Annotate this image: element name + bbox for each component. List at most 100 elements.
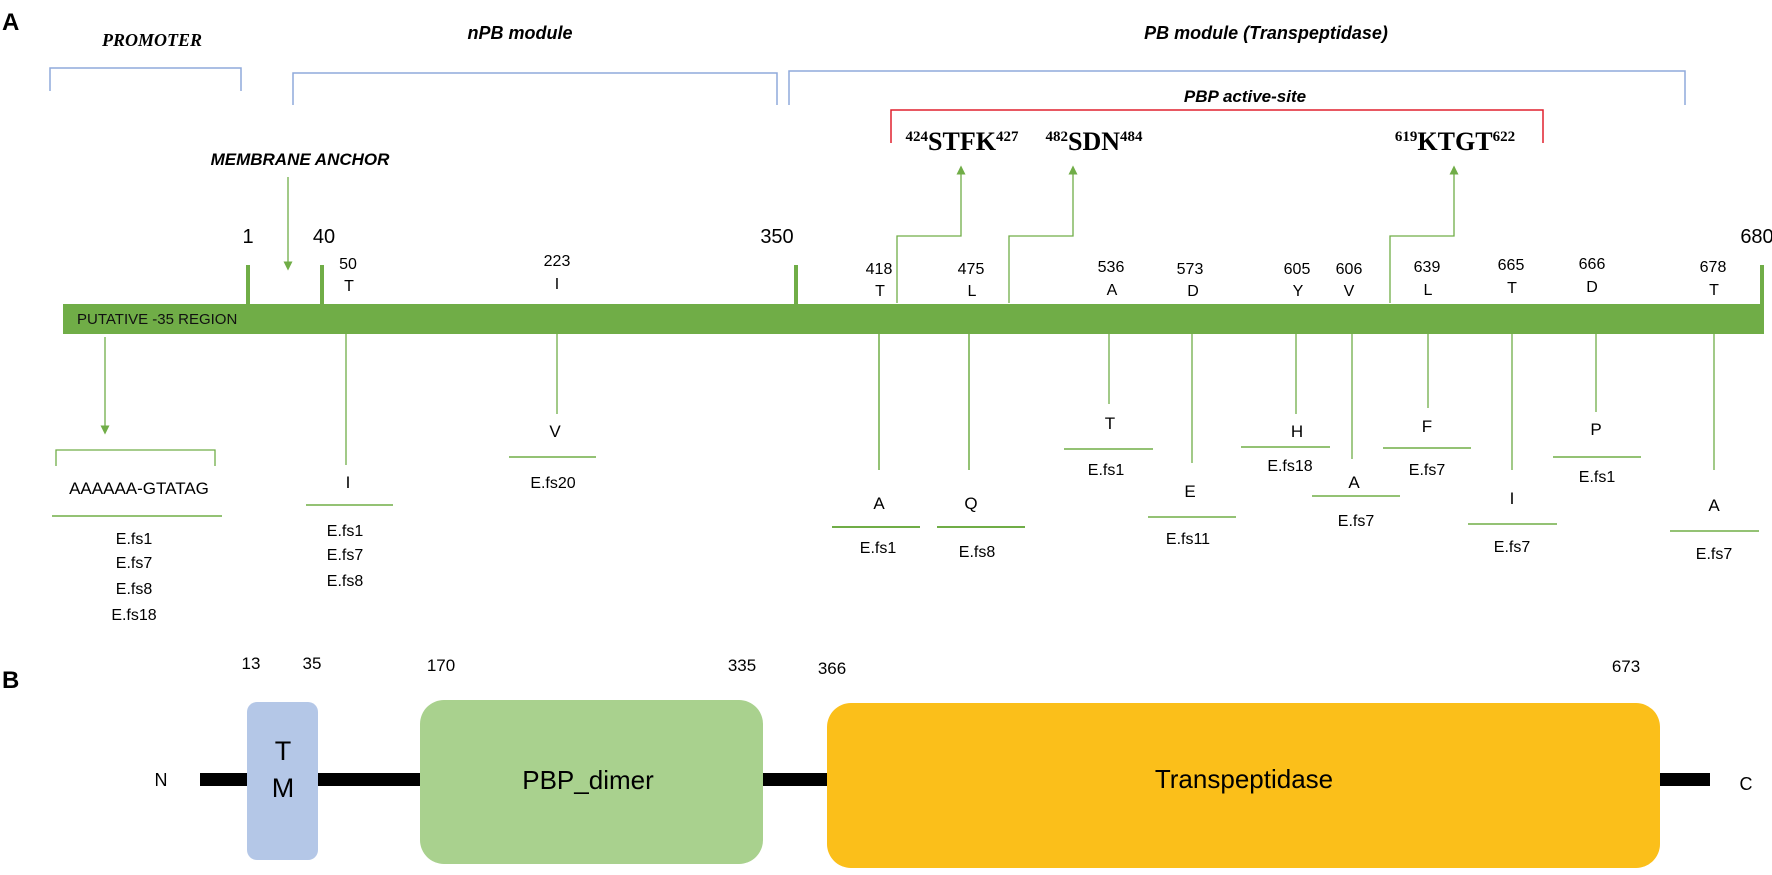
mutation-mut-residue: V	[549, 422, 561, 441]
membrane-anchor-label: MEMBRANE ANCHOR	[211, 150, 391, 169]
putative-35-region-label: PUTATIVE -35 REGION	[77, 311, 237, 328]
pb-bracket	[788, 70, 1686, 105]
promoter-mutation: AAAAAA-GTATAG E.fs1 E.fs7 E.fs8 E.fs18	[52, 337, 222, 624]
domain-position: 366	[818, 659, 846, 678]
tm-domain-label-line2: M	[272, 773, 295, 803]
mutation-strain: E.fs20	[530, 475, 575, 492]
mutation-strain: E.fs1	[327, 523, 364, 540]
mutation-50: 50 T I E.fs1 E.fs7 E.fs8	[306, 256, 393, 590]
promoter-seq-bracket	[55, 449, 216, 466]
mutation-mut-residue: T	[1105, 414, 1115, 433]
mutation-wt-residue: L	[968, 283, 977, 300]
mutation-mut-residue: I	[346, 473, 351, 492]
mutation-strain: E.fs7	[327, 547, 364, 564]
domain-position: 170	[427, 656, 455, 675]
transpeptidase-label: Transpeptidase	[1155, 764, 1333, 794]
mutation-mut-residue: A	[1708, 496, 1720, 515]
active-site-bracket	[890, 109, 1544, 143]
panel-b-label: B	[2, 667, 19, 694]
mutation-mut-residue: I	[1510, 489, 1515, 508]
mutation-position: 475	[958, 261, 985, 278]
mutation-position: 223	[544, 253, 571, 270]
tick-680	[1760, 265, 1764, 305]
mutation-position: 665	[1498, 257, 1525, 274]
mutation-mut-residue: H	[1291, 422, 1303, 441]
mutation-mut-residue: A	[1348, 473, 1360, 492]
protein-bar	[63, 304, 1764, 334]
mutation-223: 223 I V E.fs20	[509, 253, 596, 492]
mutation-wt-residue: V	[1344, 283, 1355, 300]
tm-domain-label-line1: T	[275, 736, 292, 766]
mutation-475: 475 L Q E.fs8	[937, 261, 1025, 561]
domain-position: 673	[1612, 657, 1640, 676]
mutation-wt-residue: Y	[1293, 283, 1304, 300]
mutation-mut-residue: Q	[964, 494, 977, 513]
mutation-605: 605 Y H E.fs18	[1241, 261, 1330, 475]
promoter-sequence: AAAAAA-GTATAG	[69, 479, 209, 498]
mutation-strain: E.fs7	[1494, 539, 1531, 556]
mutation-strain: E.fs7	[1696, 546, 1733, 563]
mutation-mut-residue: E	[1184, 482, 1195, 501]
mutation-wt-residue: D	[1187, 283, 1199, 300]
mutation-wt-residue: T	[1709, 282, 1719, 299]
promoter-strain: E.fs18	[111, 607, 156, 624]
mutation-wt-residue: D	[1586, 279, 1598, 296]
mutation-573: 573 D E E.fs11	[1148, 261, 1236, 548]
mutation-mut-residue: F	[1422, 417, 1432, 436]
tick-350	[794, 265, 798, 305]
mutation-position: 605	[1284, 261, 1311, 278]
mutation-strain: E.fs7	[1338, 513, 1375, 530]
panel-b: B 13 35 170 335 366 673 N C T M PBP_dime…	[2, 654, 1753, 868]
mutation-mut-residue: A	[873, 494, 885, 513]
promoter-strain: E.fs1	[116, 531, 153, 548]
mutation-606: 606 V A E.fs7	[1312, 261, 1400, 530]
promoter-strain: E.fs8	[116, 581, 153, 598]
mutation-position: 606	[1336, 261, 1363, 278]
domain-position: 335	[728, 656, 756, 675]
tick-40	[320, 265, 324, 305]
npb-bracket	[292, 72, 778, 105]
motif-arrow-ktgt	[1389, 165, 1459, 303]
pbp-dimer-domain	[420, 700, 763, 864]
mutation-position: 666	[1579, 256, 1606, 273]
motif-stfk: 424STFK427	[906, 127, 1019, 156]
mutation-639: 639 L F E.fs7	[1383, 259, 1471, 479]
pb-module-label: PB module (Transpeptidase)	[1144, 23, 1388, 43]
tm-domain	[247, 702, 318, 860]
position-1: 1	[242, 226, 253, 248]
mutation-strain: E.fs1	[1088, 462, 1125, 479]
mutation-wt-residue: I	[555, 276, 559, 293]
motif-arrow-stfk	[896, 165, 966, 303]
position-40: 40	[313, 226, 335, 248]
npb-module-label: nPB module	[467, 23, 572, 43]
mutation-mut-residue: P	[1590, 420, 1601, 439]
mutation-wt-residue: L	[1424, 282, 1433, 299]
mutation-position: 536	[1098, 259, 1125, 276]
mutation-678: 678 T A E.fs7	[1670, 259, 1759, 563]
promoter-strain: E.fs7	[116, 555, 153, 572]
pbp-dimer-label: PBP_dimer	[522, 765, 654, 795]
n-terminus-label: N	[155, 770, 168, 790]
active-site-label: PBP active-site	[1184, 87, 1306, 106]
mutation-wt-residue: T	[344, 278, 354, 295]
motif-arrow-sdn	[1008, 165, 1078, 303]
panel-a: A PROMOTER nPB module PB module (Transpe…	[2, 9, 1772, 624]
mutation-strain: E.fs7	[1409, 462, 1446, 479]
position-680: 680	[1740, 226, 1772, 248]
mutation-position: 639	[1414, 259, 1441, 276]
mutation-wt-residue: T	[1507, 280, 1517, 297]
domain-position: 13	[242, 654, 261, 673]
mutation-wt-residue: T	[875, 283, 885, 300]
mutation-wt-residue: A	[1107, 282, 1118, 299]
mutation-strain: E.fs1	[1579, 469, 1616, 486]
mutation-position: 678	[1700, 259, 1727, 276]
tick-1	[246, 265, 250, 305]
mutation-position: 573	[1177, 261, 1204, 278]
motif-sdn: 482SDN484	[1045, 127, 1143, 156]
mutation-strain: E.fs8	[327, 573, 364, 590]
mutation-665: 665 T I E.fs7	[1468, 257, 1557, 556]
promoter-label: PROMOTER	[101, 30, 202, 50]
mutation-strain: E.fs11	[1166, 531, 1210, 548]
mutation-position: 50	[339, 256, 357, 273]
